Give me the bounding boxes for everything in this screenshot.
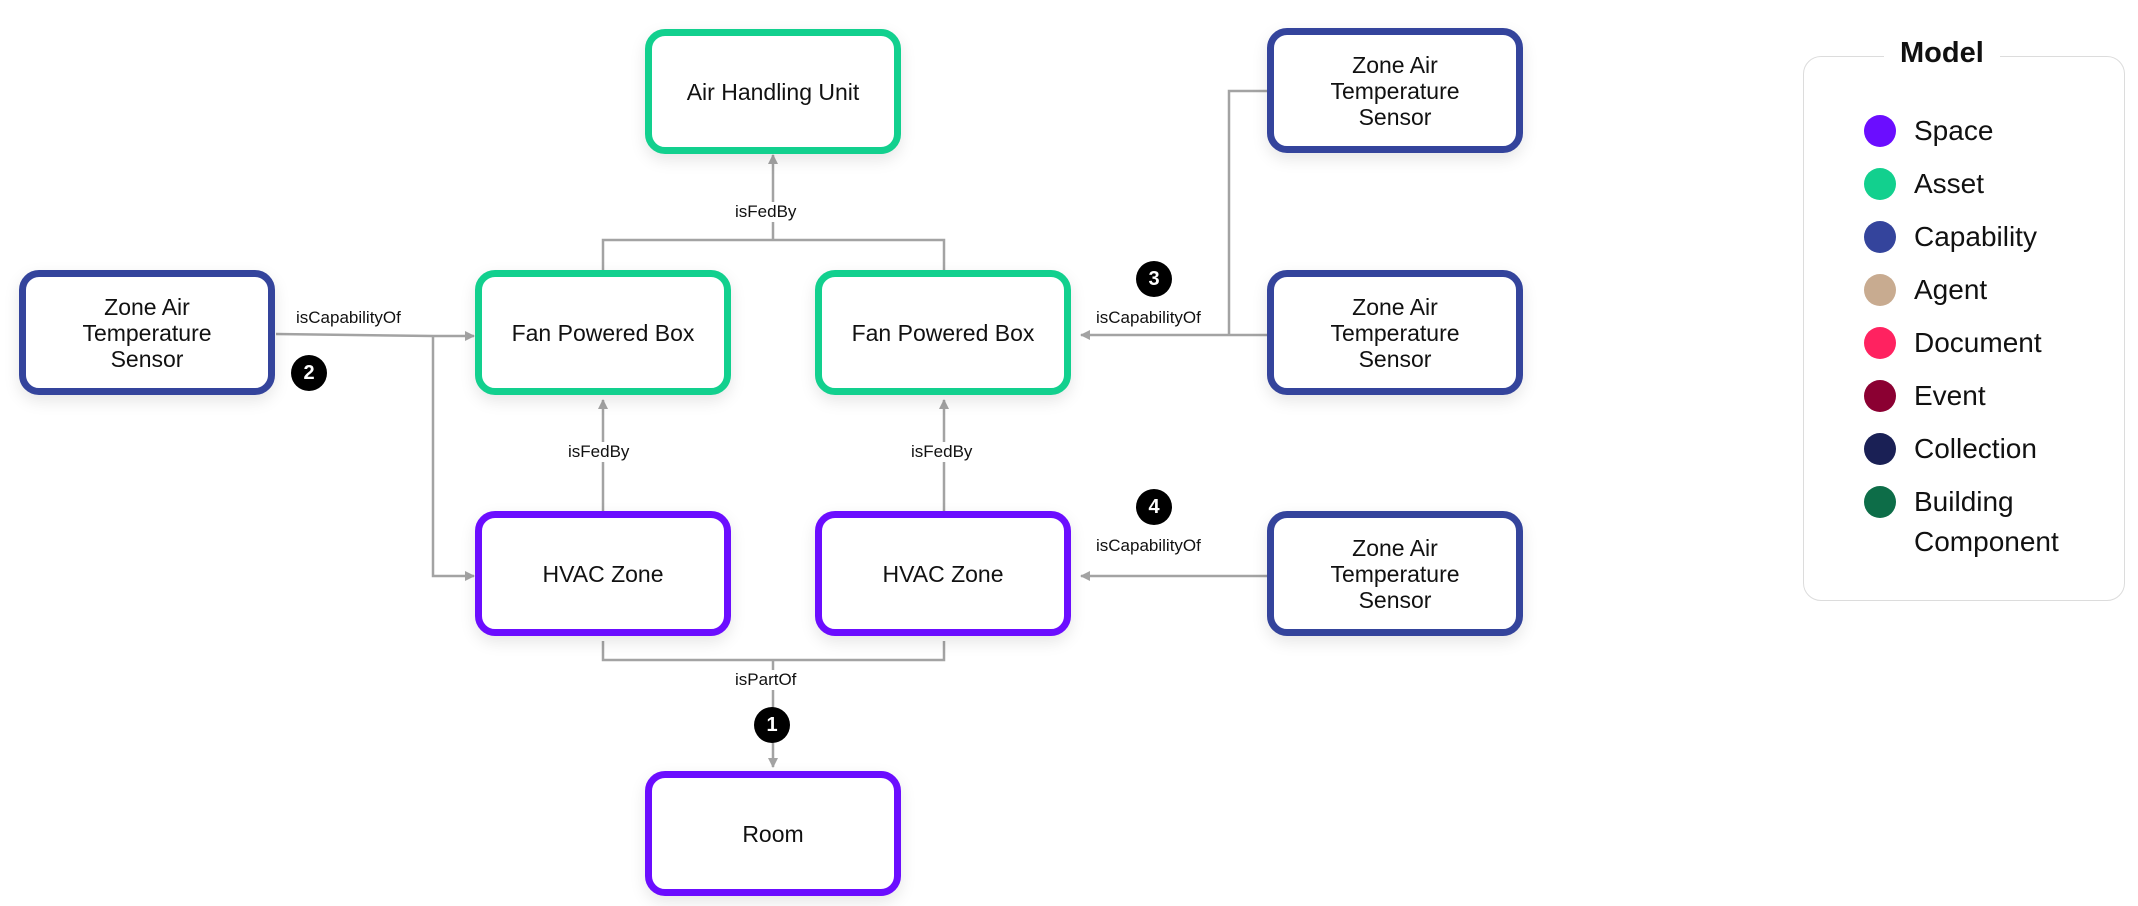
node-label: Zone Air Temperature Sensor — [82, 293, 212, 372]
legend-item-document: Document — [1864, 327, 2042, 363]
edge-label-room-ispartof: isPartOf — [733, 670, 799, 690]
node-hvac-zone-right[interactable]: HVAC Zone — [815, 511, 1071, 636]
node-label: Room — [742, 820, 804, 847]
legend-dot-document — [1864, 327, 1896, 359]
edge-sensor-left-to-fpb — [275, 331, 475, 341]
legend-item-agent: Agent — [1864, 274, 1987, 310]
edge-label-zone-right-isfedby: isFedBy — [909, 442, 975, 462]
legend-item-collection: Collection — [1864, 433, 2037, 469]
node-label: Zone Air Temperature Sensor — [1330, 534, 1460, 613]
node-label: HVAC Zone — [882, 560, 1004, 587]
legend-dot-space — [1864, 115, 1896, 147]
node-fan-powered-box-right[interactable]: Fan Powered Box — [815, 270, 1071, 395]
edge-sensor-left-to-zone — [431, 336, 475, 581]
legend-label-collection: Collection — [1914, 433, 2037, 464]
node-sensor-bottom-right[interactable]: Zone Air Temperature Sensor — [1267, 511, 1523, 636]
legend-dot-capability — [1864, 221, 1896, 253]
edge-label-ahu-isfedby: isFedBy — [733, 202, 799, 222]
edge-label-sensor-left: isCapabilityOf — [294, 308, 403, 328]
legend-label-capability: Capability — [1914, 221, 2037, 252]
legend-label-space: Space — [1914, 115, 1994, 146]
badge-2: 2 — [291, 355, 327, 391]
legend-title: Model — [1884, 37, 2000, 70]
legend-label-agent: Agent — [1914, 274, 1988, 305]
badge-4: 4 — [1136, 489, 1172, 525]
edge-sensor-top-right — [1227, 89, 1268, 335]
node-sensor-top-right[interactable]: Zone Air Temperature Sensor — [1267, 28, 1523, 153]
legend-label-asset: Asset — [1914, 168, 1985, 199]
node-air-handling-unit[interactable]: Air Handling Unit — [645, 29, 901, 154]
node-hvac-zone-left[interactable]: HVAC Zone — [475, 511, 731, 636]
legend: Model Space Asset Capability Agent Docum… — [1803, 37, 2125, 601]
node-sensor-mid-right[interactable]: Zone Air Temperature Sensor — [1267, 270, 1523, 395]
node-label: Zone Air Temperature Sensor — [1330, 293, 1460, 372]
legend-label-event: Event — [1914, 380, 1986, 411]
legend-item-building-component: Building Component — [1864, 486, 2059, 562]
node-room[interactable]: Room — [645, 771, 901, 896]
legend-dot-asset — [1864, 168, 1896, 200]
node-label: Zone Air Temperature Sensor — [1330, 51, 1460, 130]
badge-1: 1 — [754, 707, 790, 743]
edge-label-sensor-bottom-right: isCapabilityOf — [1094, 536, 1203, 556]
node-fan-powered-box-left[interactable]: Fan Powered Box — [475, 270, 731, 395]
legend-label-building-component: Building Component — [1914, 486, 2059, 557]
node-label: HVAC Zone — [542, 560, 664, 587]
legend-label-document: Document — [1914, 327, 2042, 358]
legend-item-asset: Asset — [1864, 168, 1984, 204]
node-label: Air Handling Unit — [686, 78, 860, 105]
node-sensor-left[interactable]: Zone Air Temperature Sensor — [19, 270, 275, 395]
node-label: Fan Powered Box — [851, 319, 1035, 346]
legend-item-space: Space — [1864, 115, 1993, 151]
legend-dot-event — [1864, 380, 1896, 412]
legend-item-event: Event — [1864, 380, 1986, 416]
edge-fpbs-to-ahu — [601, 238, 946, 270]
legend-dot-collection — [1864, 433, 1896, 465]
legend-dot-agent — [1864, 274, 1896, 306]
edge-zones-to-room — [601, 641, 946, 662]
edge-label-zone-left-isfedby: isFedBy — [566, 442, 632, 462]
legend-item-capability: Capability — [1864, 221, 2037, 257]
legend-dot-building-component — [1864, 486, 1896, 518]
node-label: Fan Powered Box — [511, 319, 695, 346]
edge-label-sensors-right: isCapabilityOf — [1094, 308, 1203, 328]
badge-3: 3 — [1136, 261, 1172, 297]
